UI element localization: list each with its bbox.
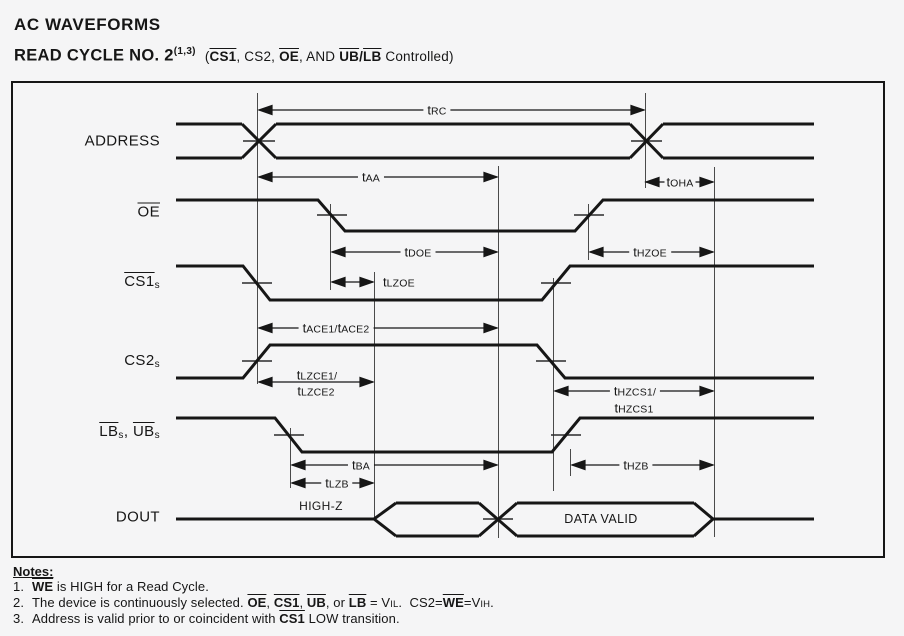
label-thzcs-line1: tHZCS1/: [609, 384, 661, 398]
label-toha: tOHA: [664, 174, 696, 190]
oe-ref: OE: [247, 595, 267, 610]
cs1-ref: CS1: [273, 595, 300, 610]
high-z-label: HIGH-Z: [299, 499, 343, 513]
note-2: 2.The device is continuously selected. O…: [13, 595, 494, 610]
page-subtitle: READ CYCLE NO. 2(1,3) (CS1, CS2, OE, AND …: [14, 46, 454, 66]
label-tlzoe: tLZOE: [383, 274, 415, 290]
lb-ub-waveform: [176, 416, 814, 454]
cs1-waveform: [176, 264, 814, 302]
label-tace: tACE1/tACE2: [298, 321, 374, 335]
dout-waveform: [176, 501, 814, 538]
cs2-waveform: [176, 343, 814, 380]
tdoe-arrow: [330, 246, 499, 258]
cs1-ref: CS1: [279, 611, 305, 626]
ub-ref: UB: [306, 595, 326, 610]
note-3: 3.Address is valid prior to or coinciden…: [13, 611, 400, 626]
we-ref: WE: [32, 579, 54, 594]
signal-label-address: ADDRESS: [84, 132, 160, 150]
label-trc: tRC: [423, 103, 451, 117]
page-title: AC WAVEFORMS: [14, 15, 161, 34]
data-valid-label: DATA VALID: [564, 512, 638, 526]
signal-label-cs1: CS1s: [124, 273, 160, 291]
label-tdoe: tDOE: [400, 245, 436, 259]
waveforms: [176, 122, 814, 538]
subtitle-note-refs: (1,3): [173, 46, 196, 57]
subtitle-controls: (CS1, CS2, OE, AND UB/LB Controlled): [204, 48, 454, 64]
note-1: 1.WE is HIGH for a Read Cycle.: [13, 579, 209, 594]
label-taa: tAA: [357, 170, 385, 184]
notes-heading: Notes:: [13, 564, 54, 579]
label-thzoe: tHZOE: [629, 245, 671, 259]
label-thzcs-line2: tHZCS1: [614, 400, 654, 416]
diagram-border: [11, 81, 885, 558]
label-tlzce-line2: tLZCE2: [297, 383, 335, 399]
signal-label-dout: DOUT: [115, 508, 160, 526]
dimension-arrows: [257, 104, 715, 489]
label-tlzb: tLZB: [321, 476, 353, 490]
signal-label-cs2: CS2s: [124, 352, 160, 370]
thzb-arrow: [570, 459, 715, 471]
tace-arrow: [257, 322, 499, 334]
label-tba: tBA: [347, 458, 375, 472]
label-tlzce-line1: tLZCE1/: [296, 367, 338, 383]
signal-label-oe: OE: [137, 203, 160, 221]
reference-lines: [257, 93, 715, 538]
lb-ref: LB: [363, 48, 382, 64]
label-thzb: tHZB: [619, 458, 653, 472]
oe-ref: OE: [279, 48, 299, 64]
tlzoe-arrow: [330, 276, 375, 288]
cs1-ref: CS1: [209, 48, 237, 64]
trc-arrow: [257, 104, 646, 116]
tlzce-arrow: [257, 376, 375, 388]
address-waveform: [176, 122, 814, 160]
signal-label-lb-ub: LBs, UBs: [99, 423, 160, 441]
tba-arrow: [290, 459, 499, 471]
ub-ref: UB: [339, 48, 360, 64]
lb-ref: LB: [348, 595, 367, 610]
we-ref: WE: [442, 595, 464, 610]
subtitle-main: READ CYCLE NO. 2: [14, 46, 174, 65]
oe-waveform: [176, 198, 814, 233]
